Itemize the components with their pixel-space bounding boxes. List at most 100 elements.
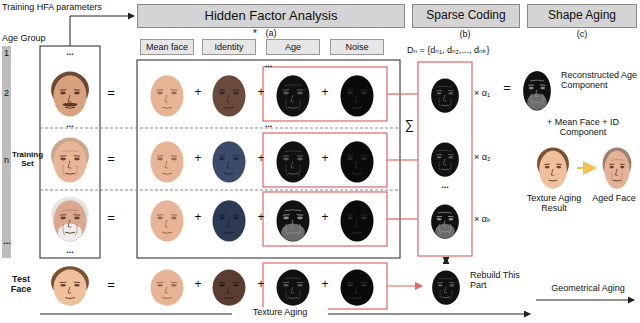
wrinkle	[286, 99, 288, 110]
eye	[297, 158, 303, 161]
ellipsis: ...	[420, 180, 470, 191]
nose	[165, 161, 168, 168]
panel-letter: (b)	[455, 29, 475, 40]
eye	[283, 158, 289, 161]
face-shape	[341, 200, 374, 241]
brow	[361, 155, 368, 156]
nose	[355, 161, 358, 168]
box-label: Sparse Coding	[426, 9, 505, 23]
eye	[361, 92, 367, 95]
row-link	[387, 218, 418, 219]
brow	[171, 155, 178, 156]
coefficient: × αₖ	[474, 214, 500, 226]
eye	[347, 284, 353, 287]
eye	[60, 158, 66, 161]
brow	[219, 89, 226, 90]
wrinkle	[449, 162, 451, 171]
eye	[437, 156, 442, 158]
face-shape	[54, 75, 87, 116]
brow	[157, 89, 164, 90]
eye	[437, 218, 442, 220]
eye	[157, 284, 163, 287]
section-header: Shape Aging	[527, 4, 637, 28]
brow	[60, 155, 67, 156]
face-images	[51, 71, 631, 306]
wrinkle	[450, 290, 452, 299]
ellipsis: ...	[40, 245, 100, 256]
age-group-number: 1	[2, 48, 11, 59]
nose	[535, 90, 538, 97]
eye	[233, 92, 239, 95]
aging-arrow	[577, 167, 595, 169]
eye	[361, 284, 367, 287]
nose	[68, 95, 71, 102]
wrinkle	[621, 173, 623, 183]
eye	[74, 284, 80, 287]
mustache	[63, 103, 78, 107]
nose	[165, 220, 168, 227]
age-noise-highlight	[263, 263, 387, 309]
equals-sign: =	[102, 211, 120, 227]
box-label: Identity	[214, 42, 243, 52]
brow	[620, 164, 625, 165]
brow	[219, 214, 226, 215]
brow	[157, 282, 164, 283]
face-shape	[277, 75, 310, 116]
row-label: Test Face	[2, 274, 40, 300]
eye	[74, 158, 80, 161]
brow	[437, 282, 443, 283]
box-label: Noise	[345, 42, 368, 52]
brow	[528, 84, 534, 85]
eye	[233, 284, 239, 287]
mouth	[352, 232, 362, 234]
nose	[165, 287, 168, 293]
face-shape	[341, 270, 374, 306]
wrinkle	[439, 162, 441, 171]
brow	[283, 89, 290, 90]
wrinkle	[440, 290, 442, 299]
mouth	[288, 173, 298, 175]
nose	[355, 287, 358, 293]
training-arrow	[70, 16, 134, 46]
eye	[157, 92, 163, 95]
process-label: Geometrical Aging	[540, 283, 636, 295]
plus-sign: +	[255, 211, 267, 227]
caption-text: Rebuild This Part	[470, 270, 532, 294]
eye	[361, 217, 367, 220]
eye	[449, 284, 454, 286]
wrinkle	[530, 80, 544, 82]
face-shape	[431, 204, 459, 238]
wrinkle	[285, 209, 302, 211]
factor-box: Noise	[330, 39, 384, 55]
plus-sign: +	[255, 278, 267, 294]
section-header: Hidden Factor Analysis	[137, 4, 405, 28]
panel-letter: (a)	[261, 28, 281, 39]
ellipsis: ...	[40, 119, 100, 130]
mouth	[224, 173, 234, 175]
brow	[297, 89, 304, 90]
wrinkle	[439, 98, 441, 107]
wrinkle	[75, 165, 77, 176]
eye	[347, 217, 353, 220]
eye	[171, 284, 177, 287]
brow	[219, 282, 226, 283]
row-separator	[40, 190, 400, 191]
brow	[157, 214, 164, 215]
brow	[436, 216, 442, 217]
wrinkle	[449, 98, 451, 107]
nose	[68, 161, 71, 168]
wrinkle	[438, 86, 452, 88]
mouth	[65, 297, 75, 299]
mouth	[533, 101, 541, 103]
brow	[297, 282, 304, 283]
eye	[448, 218, 453, 220]
eye	[283, 284, 289, 287]
brow	[297, 155, 304, 156]
ellipsis: ...	[137, 59, 400, 70]
brow	[283, 155, 290, 156]
brow	[347, 214, 354, 215]
ellipsis: ...	[137, 119, 400, 130]
beard	[58, 224, 82, 241]
brow	[436, 154, 442, 155]
eye	[74, 92, 80, 95]
